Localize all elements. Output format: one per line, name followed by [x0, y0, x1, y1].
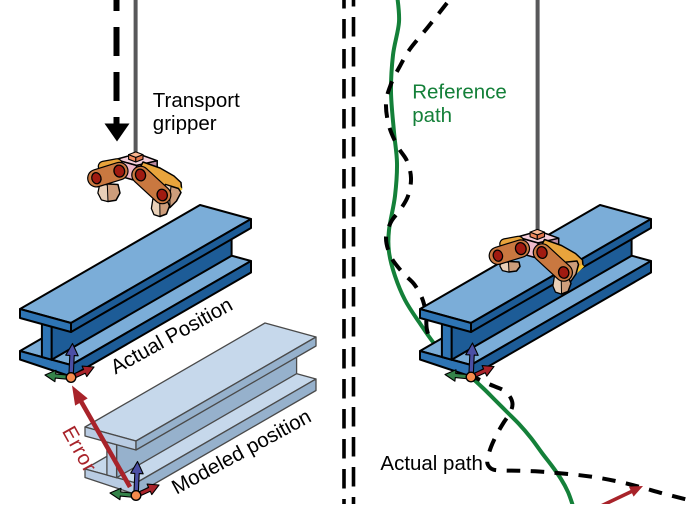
svg-text:path: path: [412, 104, 452, 127]
svg-text:Transport: Transport: [153, 89, 240, 112]
svg-text:gripper: gripper: [153, 112, 217, 135]
svg-text:Reference: Reference: [412, 81, 507, 104]
svg-text:Actual path: Actual path: [380, 452, 483, 475]
